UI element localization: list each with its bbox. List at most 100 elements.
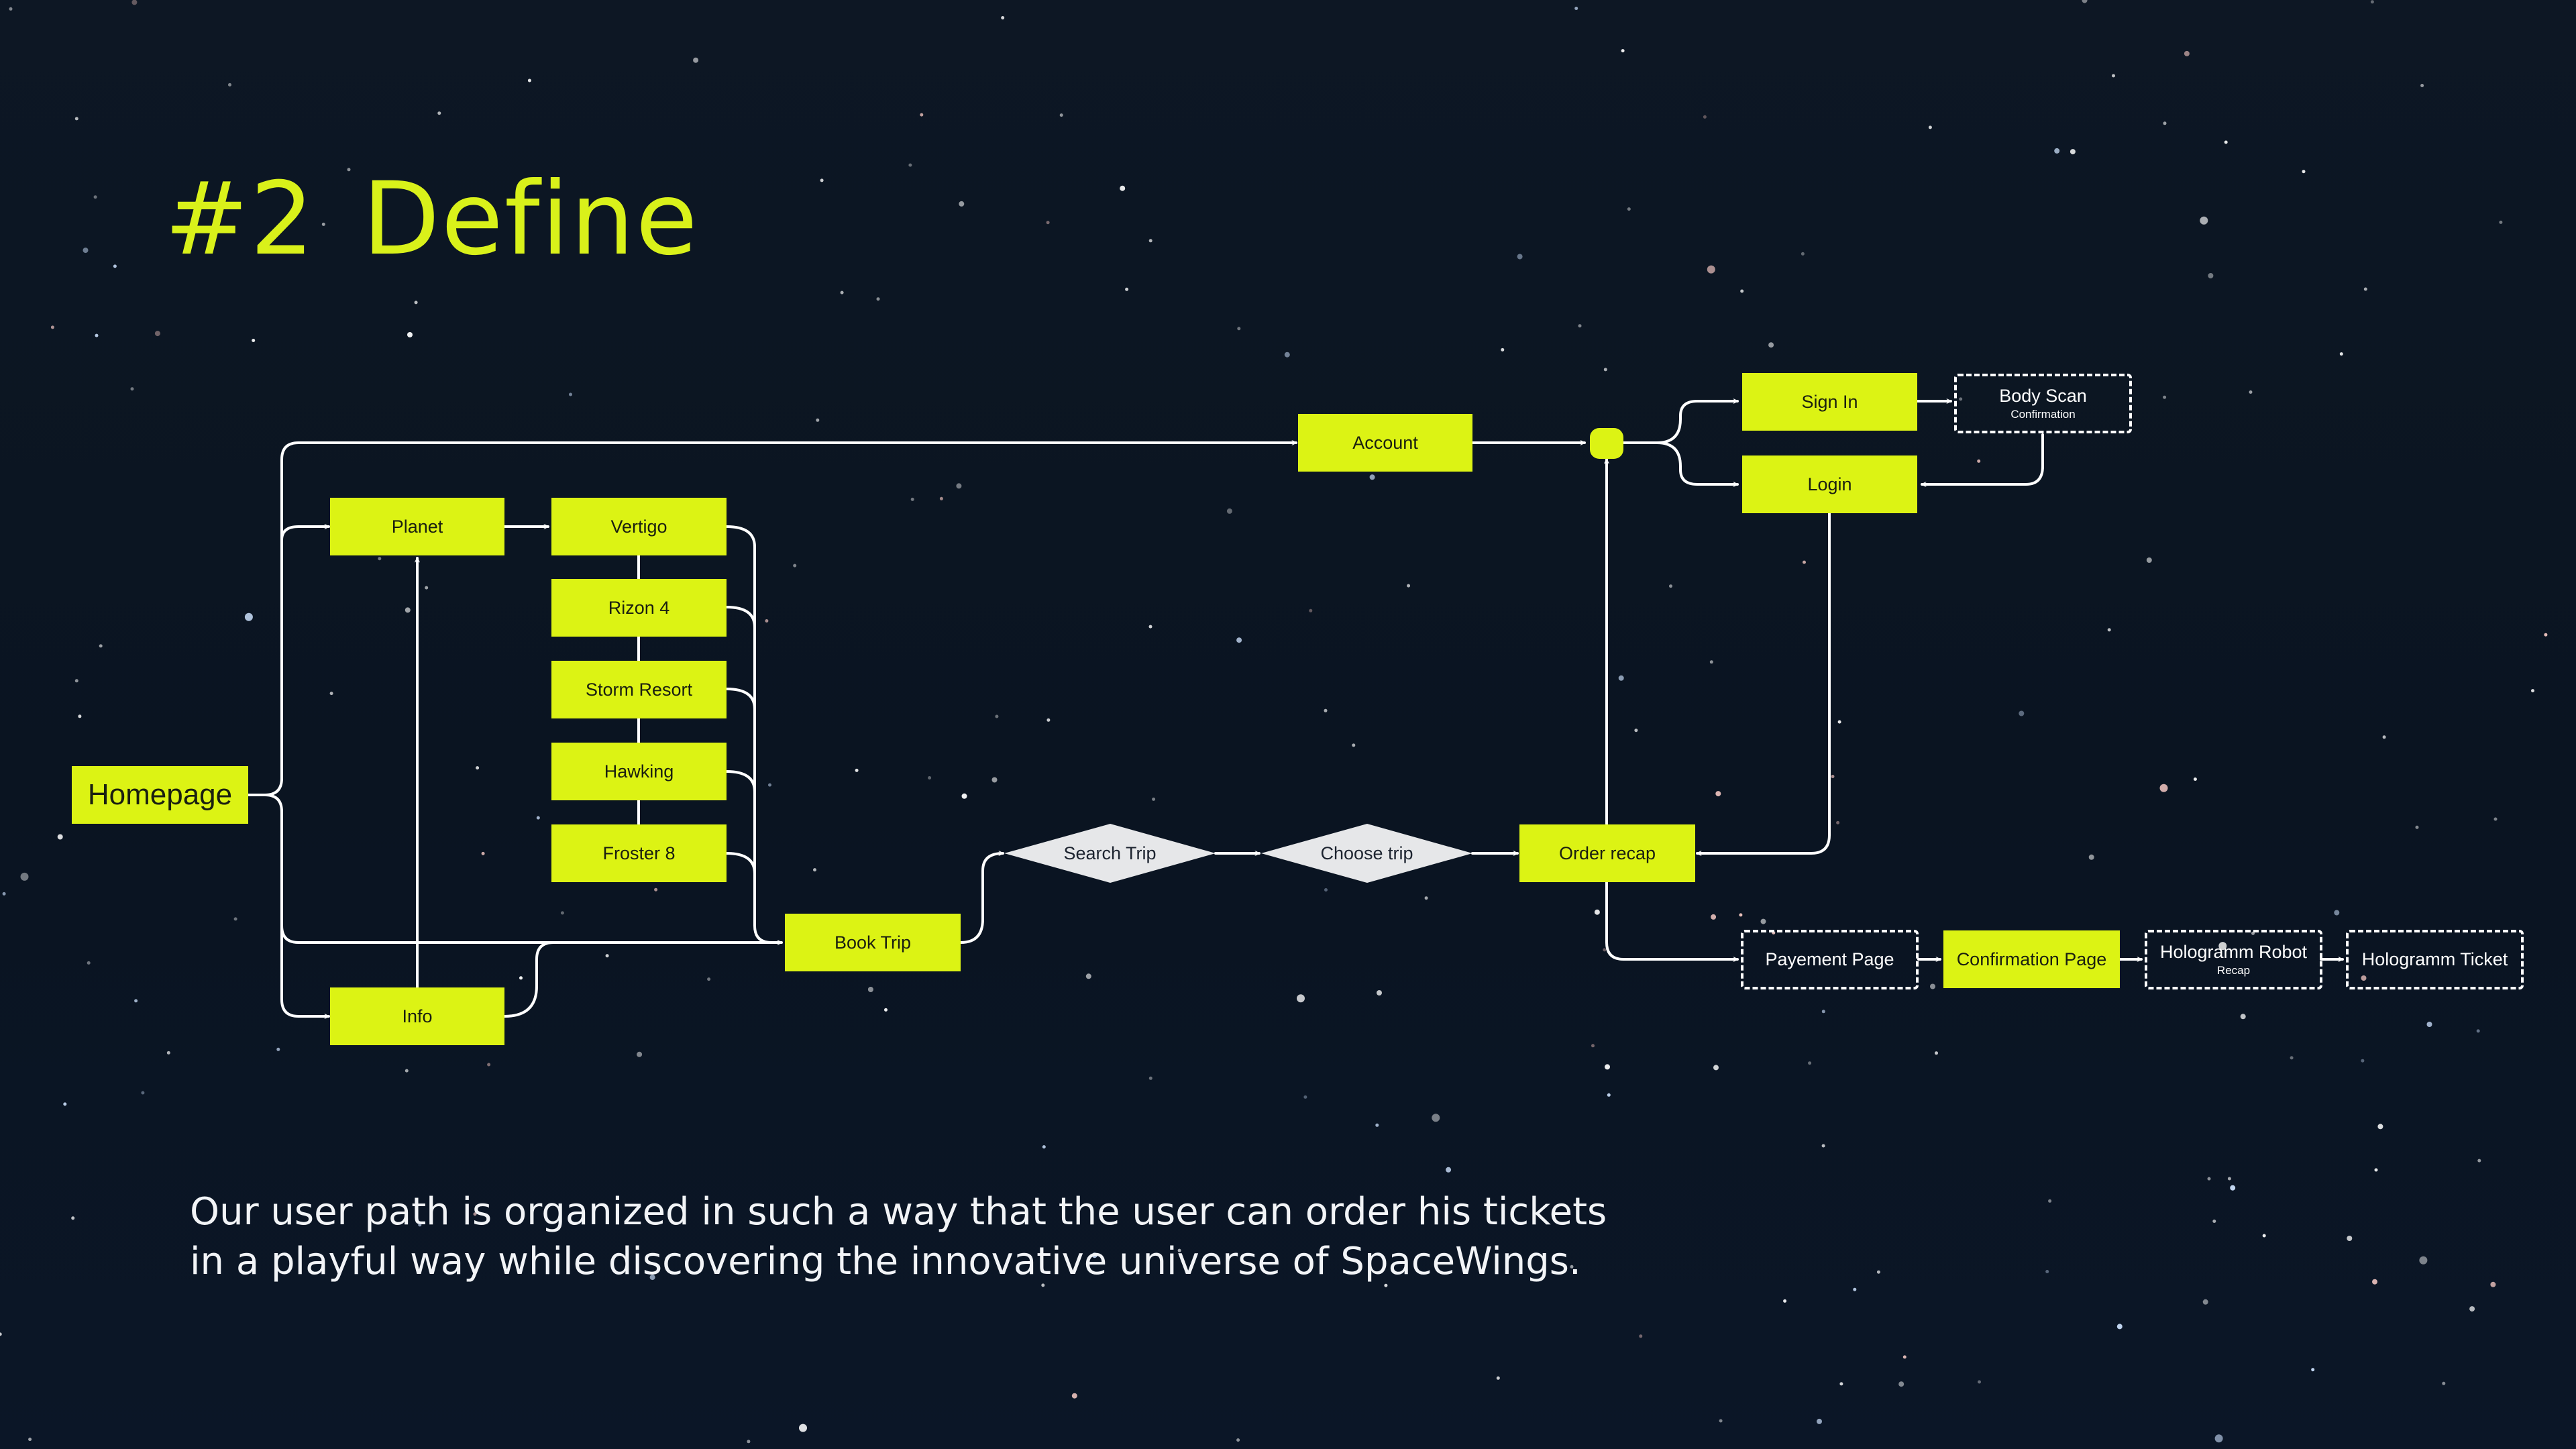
star [1574, 7, 1578, 10]
connector-bodyscan-login [1921, 433, 2044, 484]
star [2499, 220, 2503, 224]
body-scan-sublabel: Confirmation [2010, 408, 2076, 421]
star [233, 917, 237, 921]
froster8-node[interactable]: Froster 8 [551, 824, 727, 882]
star [2112, 74, 2115, 78]
star [2426, 1022, 2432, 1027]
star [1836, 820, 1840, 824]
star [1639, 1334, 1643, 1338]
info-node[interactable]: Info [330, 987, 504, 1045]
star [2251, 931, 2255, 935]
star [476, 766, 480, 770]
hawking-node[interactable]: Hawking [551, 743, 727, 800]
storm-resort-node[interactable]: Storm Resort [551, 661, 727, 718]
star [1959, 397, 1963, 401]
star [57, 834, 63, 840]
star [2531, 689, 2534, 693]
star [1236, 637, 1242, 643]
star [961, 793, 967, 799]
star [1236, 1438, 1240, 1442]
connector-storm-bus [725, 688, 756, 710]
star [2420, 84, 2424, 87]
payement-page-node[interactable]: Payement Page [1741, 930, 1919, 989]
star [1831, 775, 1835, 778]
body-scan-node[interactable]: Body Scan Confirmation [1954, 374, 2132, 433]
star [1001, 16, 1005, 19]
book-trip-node[interactable]: Book Trip [785, 914, 961, 971]
star [1085, 973, 1091, 979]
star [2200, 216, 2208, 225]
star [1059, 113, 1063, 117]
search-trip-diamond [1004, 824, 1216, 883]
confirmation-page-node[interactable]: Confirmation Page [1943, 930, 2120, 988]
star [63, 1102, 67, 1106]
star [2207, 1177, 2211, 1181]
star [995, 714, 999, 718]
star [2163, 395, 2167, 399]
star [74, 117, 78, 121]
star [1324, 708, 1328, 712]
star [418, 1223, 422, 1227]
star [405, 607, 411, 613]
star [1618, 675, 1624, 681]
star [560, 911, 564, 915]
star [2082, 0, 2088, 3]
planet-node[interactable]: Planet [330, 498, 504, 555]
star [1930, 983, 1935, 989]
star [956, 483, 962, 489]
rizon4-node[interactable]: Rizon 4 [551, 579, 727, 637]
hologramm-ticket-node[interactable]: Hologramm Ticket [2346, 930, 2524, 989]
star [2377, 1124, 2383, 1130]
star [1152, 797, 1156, 801]
star [473, 1212, 477, 1216]
star [2107, 628, 2111, 632]
star [1821, 1144, 1825, 1148]
order-recap-node[interactable]: Order recap [1519, 824, 1695, 882]
star [141, 1091, 145, 1095]
login-node[interactable]: Login [1742, 455, 1917, 513]
star [1177, 1248, 1181, 1252]
star [1297, 994, 1305, 1003]
star [130, 387, 134, 391]
star [2490, 1281, 2496, 1287]
account-node[interactable]: Account [1298, 414, 1472, 472]
star [378, 557, 382, 561]
caption-line-1: Our user path is organized in such a way… [190, 1190, 1607, 1234]
hologramm-robot-node[interactable]: Hologramm Robot Recap [2145, 930, 2322, 989]
star [536, 816, 540, 820]
star [2347, 1236, 2353, 1241]
star [1713, 1065, 1719, 1071]
star [1715, 791, 1721, 797]
star [939, 496, 943, 500]
vertigo-node[interactable]: Vertigo [551, 498, 727, 555]
star [1760, 918, 1766, 924]
star [2361, 1059, 2365, 1063]
star [2290, 1056, 2294, 1060]
star [154, 331, 160, 337]
hologramm-robot-label: Hologramm Robot [2159, 942, 2308, 962]
star [991, 777, 998, 783]
star [2374, 1168, 2378, 1172]
star [1041, 1283, 1045, 1287]
sign-in-node[interactable]: Sign In [1742, 373, 1917, 431]
star [1837, 720, 1841, 724]
star [481, 851, 485, 855]
star [747, 1440, 751, 1444]
star [2361, 975, 2367, 981]
star [649, 1275, 655, 1281]
star [2262, 1234, 2266, 1238]
star [654, 888, 658, 892]
connector-froster-bus [725, 852, 756, 875]
star [1148, 239, 1152, 243]
homepage-node[interactable]: Homepage [72, 766, 248, 824]
body-scan-label: Body Scan [1999, 386, 2087, 406]
star [1501, 347, 1505, 352]
star [637, 1051, 643, 1057]
star [1740, 289, 1744, 293]
star [321, 222, 325, 226]
star [707, 977, 711, 981]
star [1148, 625, 1152, 629]
